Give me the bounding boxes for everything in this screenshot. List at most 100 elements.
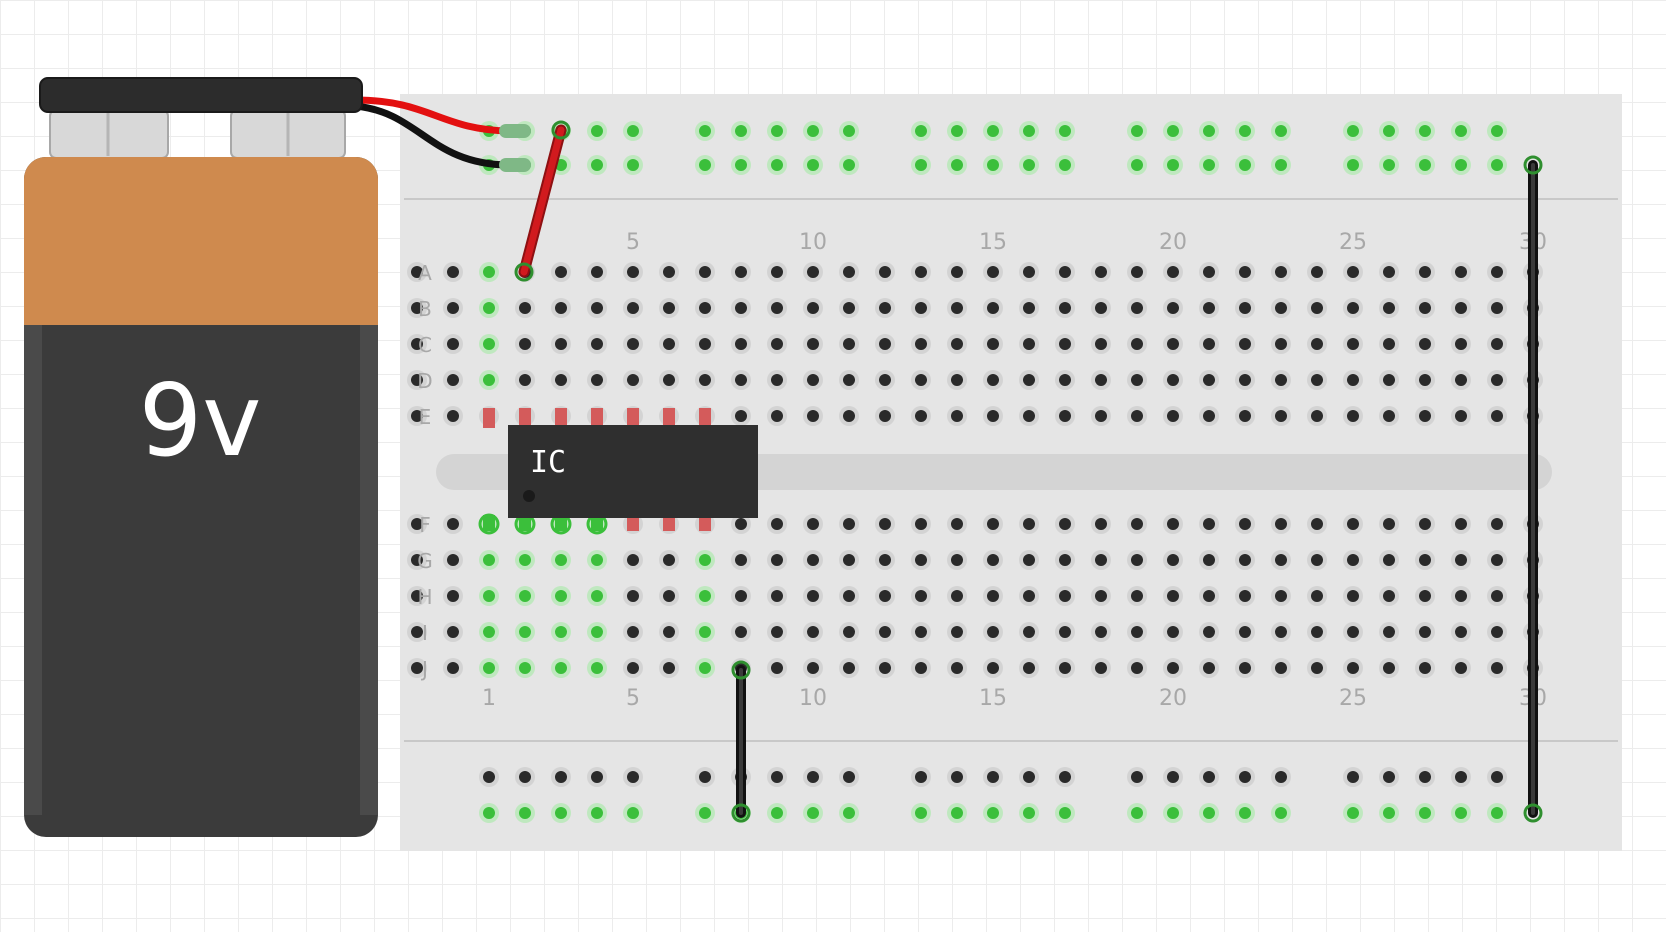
hole-top[interactable] bbox=[1095, 374, 1107, 386]
hole-top[interactable] bbox=[519, 338, 531, 350]
hole-bottom[interactable] bbox=[447, 518, 459, 530]
rail-hole-bottom[interactable] bbox=[915, 807, 927, 819]
hole-top[interactable] bbox=[843, 410, 855, 422]
rail-hole-top[interactable] bbox=[951, 125, 963, 137]
hole-top[interactable] bbox=[1419, 374, 1431, 386]
hole-bottom[interactable] bbox=[555, 554, 567, 566]
hole-bottom[interactable] bbox=[447, 590, 459, 602]
rail-hole-bottom[interactable] bbox=[1131, 771, 1143, 783]
hole-bottom[interactable] bbox=[1491, 626, 1503, 638]
hole-bottom[interactable] bbox=[1023, 590, 1035, 602]
hole-bottom[interactable] bbox=[411, 518, 423, 530]
hole-top[interactable] bbox=[627, 302, 639, 314]
hole-top[interactable] bbox=[699, 266, 711, 278]
rail-hole-top[interactable] bbox=[987, 125, 999, 137]
hole-top[interactable] bbox=[807, 410, 819, 422]
rail-hole-bottom[interactable] bbox=[843, 807, 855, 819]
hole-bottom[interactable] bbox=[1275, 590, 1287, 602]
rail-hole-top[interactable] bbox=[1455, 125, 1467, 137]
hole-bottom[interactable] bbox=[519, 626, 531, 638]
hole-top[interactable] bbox=[843, 374, 855, 386]
hole-bottom[interactable] bbox=[1023, 518, 1035, 530]
rail-hole-top[interactable] bbox=[987, 159, 999, 171]
hole-bottom[interactable] bbox=[1455, 590, 1467, 602]
hole-bottom[interactable] bbox=[1383, 662, 1395, 674]
hole-top[interactable] bbox=[411, 374, 423, 386]
hole-bottom[interactable] bbox=[1419, 518, 1431, 530]
hole-bottom[interactable] bbox=[771, 626, 783, 638]
hole-top[interactable] bbox=[627, 266, 639, 278]
hole-bottom[interactable] bbox=[1419, 626, 1431, 638]
rail-hole-bottom[interactable] bbox=[1059, 807, 1071, 819]
rail-hole-top[interactable] bbox=[807, 159, 819, 171]
hole-bottom[interactable] bbox=[951, 626, 963, 638]
hole-bottom[interactable] bbox=[735, 626, 747, 638]
hole-top[interactable] bbox=[1419, 410, 1431, 422]
hole-top[interactable] bbox=[807, 374, 819, 386]
hole-bottom[interactable] bbox=[519, 590, 531, 602]
hole-top[interactable] bbox=[483, 338, 495, 350]
rail-hole-bottom[interactable] bbox=[1131, 807, 1143, 819]
hole-top[interactable] bbox=[1491, 302, 1503, 314]
hole-bottom[interactable] bbox=[519, 554, 531, 566]
hole-top[interactable] bbox=[1131, 410, 1143, 422]
hole-top[interactable] bbox=[591, 374, 603, 386]
hole-bottom[interactable] bbox=[1347, 626, 1359, 638]
hole-bottom[interactable] bbox=[1347, 662, 1359, 674]
hole-top[interactable] bbox=[1311, 266, 1323, 278]
rail-hole-bottom[interactable] bbox=[591, 807, 603, 819]
hole-bottom[interactable] bbox=[1455, 518, 1467, 530]
hole-top[interactable] bbox=[1023, 338, 1035, 350]
hole-top[interactable] bbox=[1095, 338, 1107, 350]
rail-hole-bottom[interactable] bbox=[1419, 771, 1431, 783]
hole-top[interactable] bbox=[987, 410, 999, 422]
rail-hole-bottom[interactable] bbox=[1347, 771, 1359, 783]
hole-bottom[interactable] bbox=[1131, 518, 1143, 530]
hole-bottom[interactable] bbox=[1275, 518, 1287, 530]
rail-hole-bottom[interactable] bbox=[1383, 807, 1395, 819]
rail-hole-bottom[interactable] bbox=[1491, 771, 1503, 783]
hole-bottom[interactable] bbox=[1275, 554, 1287, 566]
hole-top[interactable] bbox=[1095, 266, 1107, 278]
rail-hole-bottom[interactable] bbox=[1203, 771, 1215, 783]
hole-bottom[interactable] bbox=[1131, 590, 1143, 602]
hole-top[interactable] bbox=[735, 374, 747, 386]
hole-top[interactable] bbox=[735, 338, 747, 350]
hole-top[interactable] bbox=[1239, 302, 1251, 314]
rail-hole-bottom[interactable] bbox=[483, 807, 495, 819]
hole-top[interactable] bbox=[987, 374, 999, 386]
rail-hole-top[interactable] bbox=[915, 125, 927, 137]
hole-top[interactable] bbox=[627, 338, 639, 350]
rail-hole-bottom[interactable] bbox=[1455, 807, 1467, 819]
hole-top[interactable] bbox=[1167, 338, 1179, 350]
hole-top[interactable] bbox=[447, 410, 459, 422]
hole-top[interactable] bbox=[483, 302, 495, 314]
hole-top[interactable] bbox=[699, 374, 711, 386]
hole-bottom[interactable] bbox=[1095, 590, 1107, 602]
hole-bottom[interactable] bbox=[1275, 662, 1287, 674]
hole-bottom[interactable] bbox=[1059, 590, 1071, 602]
hole-bottom[interactable] bbox=[843, 554, 855, 566]
rail-hole-bottom[interactable] bbox=[807, 771, 819, 783]
hole-top[interactable] bbox=[1167, 410, 1179, 422]
hole-bottom[interactable] bbox=[1347, 590, 1359, 602]
rail-hole-top[interactable] bbox=[1023, 159, 1035, 171]
hole-bottom[interactable] bbox=[1167, 626, 1179, 638]
rail-hole-top[interactable] bbox=[591, 159, 603, 171]
hole-top[interactable] bbox=[771, 410, 783, 422]
hole-bottom[interactable] bbox=[1311, 590, 1323, 602]
hole-top[interactable] bbox=[1239, 338, 1251, 350]
rail-hole-bottom[interactable] bbox=[1275, 807, 1287, 819]
hole-bottom[interactable] bbox=[771, 590, 783, 602]
hole-top[interactable] bbox=[447, 338, 459, 350]
hole-bottom[interactable] bbox=[1167, 662, 1179, 674]
hole-bottom[interactable] bbox=[1131, 662, 1143, 674]
hole-bottom[interactable] bbox=[447, 554, 459, 566]
hole-top[interactable] bbox=[1131, 266, 1143, 278]
hole-bottom[interactable] bbox=[555, 590, 567, 602]
hole-bottom[interactable] bbox=[879, 554, 891, 566]
rail-hole-top[interactable] bbox=[1419, 159, 1431, 171]
hole-top[interactable] bbox=[411, 266, 423, 278]
rail-hole-bottom[interactable] bbox=[771, 771, 783, 783]
hole-bottom[interactable] bbox=[1095, 626, 1107, 638]
